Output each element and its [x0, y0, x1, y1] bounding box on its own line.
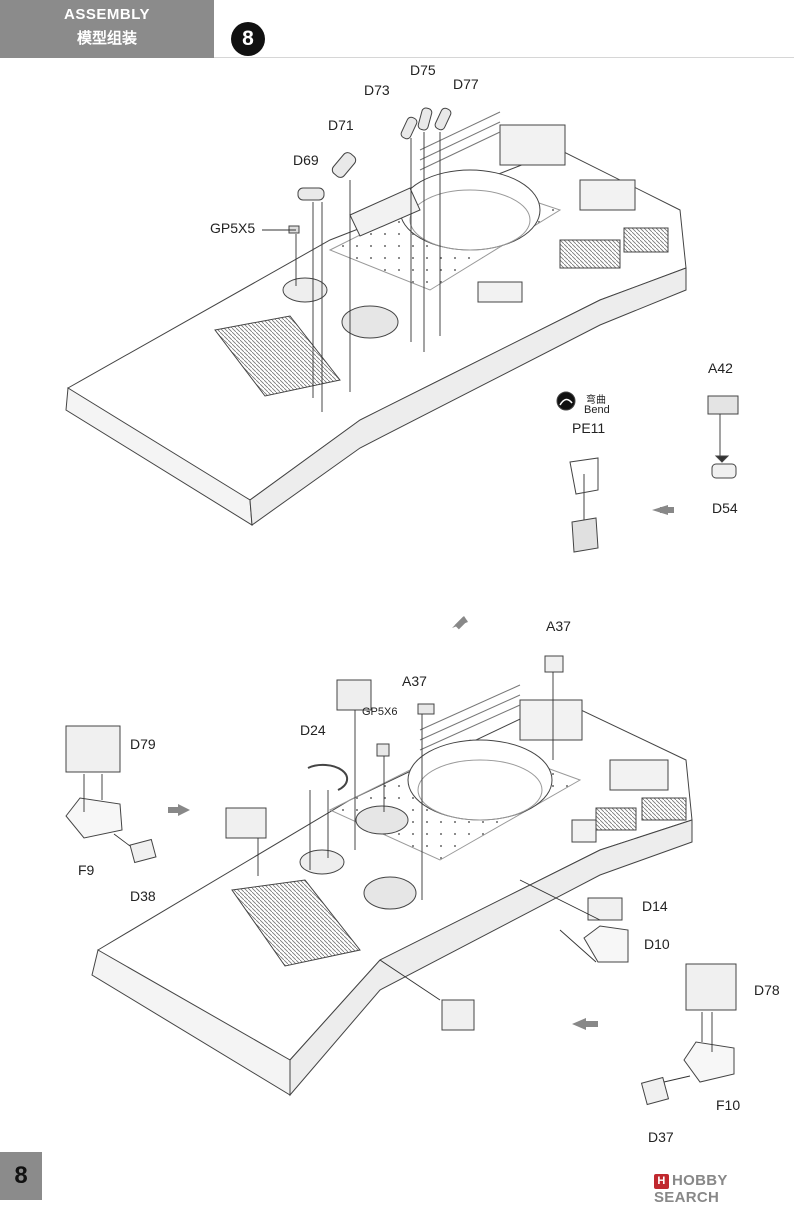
- assembly-title-chinese: 模型组装: [76, 30, 137, 47]
- part-label-f10: F10: [716, 1097, 741, 1113]
- part-label-d10: D10: [644, 936, 670, 952]
- bottom-direction-arrows: [168, 804, 598, 1030]
- hobby-search-logo-icon: H: [654, 1174, 669, 1189]
- top-guide-lines: [262, 132, 441, 412]
- part-label-d69: D69: [293, 152, 319, 168]
- bottom-guide-lines: [83, 672, 713, 1083]
- assembly-header-tab: ASSEMBLY 模型组装: [0, 0, 214, 58]
- top-hull-drawing: [65, 111, 687, 526]
- page-number: 8: [0, 1152, 42, 1200]
- assembly-title: ASSEMBLY: [64, 6, 150, 23]
- part-label-d24: D24: [300, 722, 326, 738]
- part-label-d71: D71: [328, 117, 354, 133]
- part-label-a37-right: A37: [546, 618, 571, 634]
- part-label-f9: F9: [78, 862, 95, 878]
- step-number-badge: 8: [231, 22, 265, 56]
- part-label-d77: D77: [453, 76, 479, 92]
- header-divider: [214, 57, 794, 58]
- pe11-subassembly: [556, 391, 739, 553]
- part-label-d37: D37: [648, 1129, 674, 1145]
- part-label-d75: D75: [410, 62, 436, 78]
- part-label-d73: D73: [364, 82, 390, 98]
- bend-label-en: Bend: [584, 404, 610, 416]
- part-label-a37-center: A37: [402, 673, 427, 689]
- bend-icon: [556, 391, 576, 411]
- bottom-hull-drawing: [91, 684, 693, 1097]
- bottom-component-parts: [65, 655, 737, 1106]
- part-label-d54: D54: [712, 500, 738, 516]
- part-label-gp5x6: GP5X6: [362, 706, 398, 718]
- top-cylinder-parts: [288, 107, 452, 234]
- part-label-d14: D14: [642, 898, 668, 914]
- part-label-d78: D78: [754, 982, 780, 998]
- part-label-d38: D38: [130, 888, 156, 904]
- part-label-gp5x5: GP5X5: [210, 220, 256, 236]
- part-label-d79: D79: [130, 736, 156, 752]
- part-label-pe11: PE11: [572, 420, 606, 436]
- part-label-a42: A42: [708, 360, 733, 376]
- bend-label-cn: 弯曲: [586, 395, 606, 406]
